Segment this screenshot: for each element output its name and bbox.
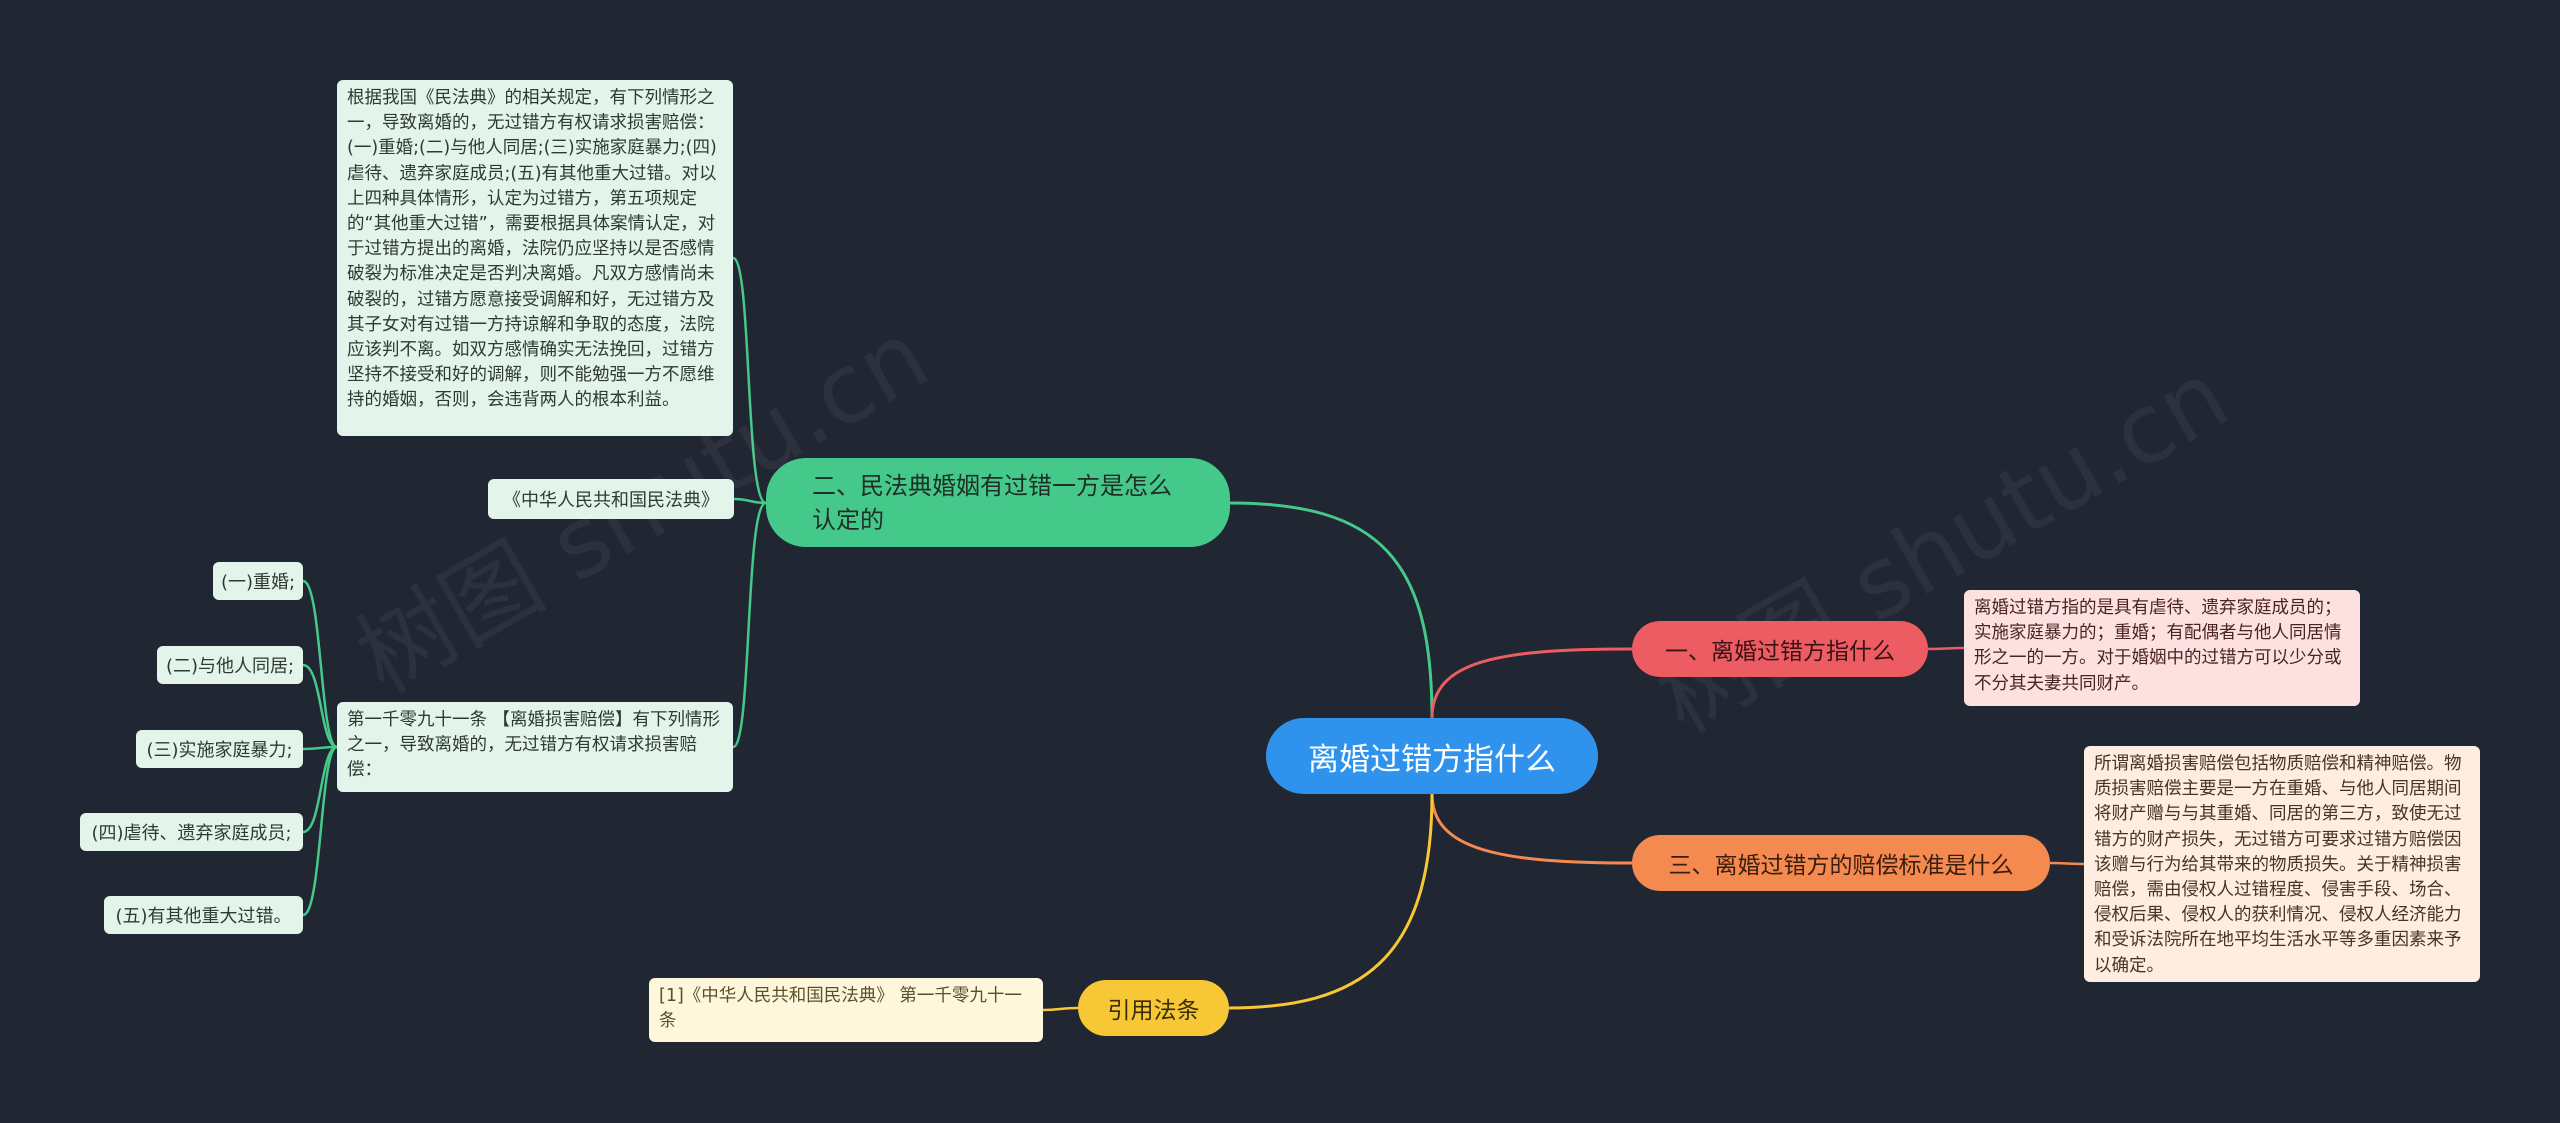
branch-fault-determination[interactable]: 二、民法典婚姻有过错一方是怎么认定的 bbox=[766, 458, 1230, 547]
leaf-fault-detail[interactable]: 根据我国《民法典》的相关规定，有下列情形之一，导致离婚的，无过错方有权请求损害赔… bbox=[337, 80, 733, 436]
leaf-citation-detail[interactable]: [1]《中华人民共和国民法典》 第一千零九十一条 bbox=[649, 978, 1043, 1042]
connector-orange-leaf bbox=[2049, 861, 2085, 866]
root-node[interactable]: 离婚过错方指什么 bbox=[1266, 718, 1598, 794]
connector-yellow-leaf bbox=[1042, 1006, 1079, 1012]
leaf-item-2[interactable]: (二)与他人同居; bbox=[157, 646, 303, 684]
connector-green-art bbox=[731, 501, 767, 749]
leaf-definition-detail[interactable]: 离婚过错方指的是具有虐待、遗弃家庭成员的；实施家庭暴力的；重婚；有配偶者与他人同… bbox=[1964, 590, 2360, 706]
connector-green-ref bbox=[733, 497, 767, 505]
branch-citation[interactable]: 引用法条 bbox=[1078, 980, 1229, 1036]
leaf-item-3[interactable]: (三)实施家庭暴力; bbox=[136, 730, 303, 768]
connector-art-5 bbox=[302, 745, 338, 917]
connector-art-1 bbox=[302, 579, 338, 749]
connector-root-yellow bbox=[1228, 793, 1434, 1010]
branch-definition[interactable]: 一、离婚过错方指什么 bbox=[1632, 621, 1928, 677]
connector-art-4 bbox=[302, 745, 338, 834]
leaf-item-4[interactable]: (四)虐待、遗弃家庭成员; bbox=[80, 813, 303, 851]
connector-art-2 bbox=[302, 663, 338, 749]
branch-compensation[interactable]: 三、离婚过错方的赔偿标准是什么 bbox=[1632, 835, 2050, 891]
leaf-article-1091[interactable]: 第一千零九十一条 【离婚损害赔偿】有下列情形之一，导致离婚的，无过错方有权请求损… bbox=[337, 702, 733, 792]
connector-root-orange bbox=[1430, 793, 1633, 865]
leaf-item-5[interactable]: (五)有其他重大过错。 bbox=[104, 896, 303, 934]
leaf-item-1[interactable]: (一)重婚; bbox=[213, 562, 303, 600]
connector-root-red bbox=[1430, 647, 1633, 719]
leaf-civil-code-ref[interactable]: 《中华人民共和国民法典》 bbox=[488, 479, 734, 519]
connector-root-green bbox=[1229, 501, 1434, 719]
connector-green-main bbox=[731, 256, 767, 505]
connector-red-leaf bbox=[1927, 646, 1965, 651]
leaf-compensation-detail[interactable]: 所谓离婚损害赔偿包括物质赔偿和精神赔偿。物质损害赔偿主要是一方在重婚、与他人同居… bbox=[2084, 746, 2480, 982]
